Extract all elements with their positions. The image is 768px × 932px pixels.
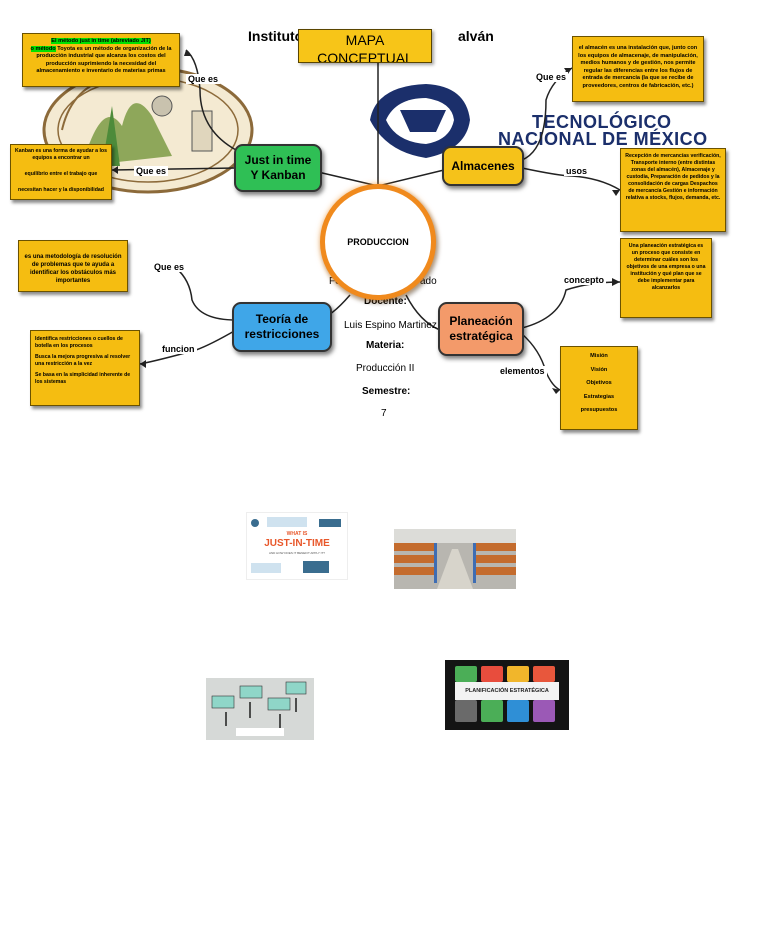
jit-def-part: Toyota es un método de organización de l… bbox=[55, 45, 172, 52]
teoria-funcion-line2: Busca la mejora progresiva al resolver u… bbox=[35, 354, 131, 368]
planeacion-concepto-text: Una planeación estratégica es un proceso… bbox=[626, 243, 706, 292]
label-almacen-usos: usos bbox=[564, 166, 590, 176]
label-kanban-que-es: Que es bbox=[134, 166, 169, 176]
map-title-line2: CONCEPTUAL bbox=[317, 50, 413, 63]
jit-def-part: El método just in time (abreviado JIT) bbox=[51, 38, 151, 44]
teoria-funcion-line1: Identifica restricciones o cuellos de bo… bbox=[35, 336, 123, 350]
jit-def-part: producción bbox=[45, 60, 77, 67]
planificacion-image-title: PLANIFICACIÓN ESTRATÉGICA bbox=[465, 688, 549, 694]
jit-banner-line1: WHAT IS bbox=[286, 531, 308, 537]
jit-def-part: que bbox=[93, 53, 107, 60]
node-teoria-line2: restricciones bbox=[244, 327, 320, 341]
elemento-item: Estrategias bbox=[583, 393, 615, 400]
cover-materia-label: Materia: bbox=[366, 340, 405, 351]
elemento-item: presupuestos bbox=[580, 407, 618, 414]
almacen-usos-box: Recepción de mercancías verificación, Tr… bbox=[620, 148, 726, 232]
cover-docente-name: Luis Espino Martinez bbox=[344, 320, 437, 331]
jit-def-part: alcanza los costos bbox=[106, 53, 157, 60]
jit-def-part: del bbox=[156, 53, 166, 60]
node-planeacion-line2: estratégica bbox=[449, 329, 513, 343]
map-title-box: MAPA CONCEPTUAL bbox=[298, 29, 432, 63]
warehouse-photo bbox=[394, 529, 516, 589]
node-jit-line2: Y Kanban bbox=[250, 168, 306, 182]
node-teoria-restricciones: Teoría de restricciones bbox=[232, 302, 332, 352]
kanban-definition-box: Kanban es una forma de ayudar a los equi… bbox=[10, 144, 112, 200]
cover-fecha-fragment-2: ado bbox=[420, 276, 437, 287]
node-teoria-line1: Teoría de bbox=[255, 312, 309, 326]
planificacion-estrategica-image: PLANIFICACIÓN ESTRATÉGICA bbox=[445, 660, 569, 730]
elemento-item: Objetivos bbox=[586, 380, 612, 387]
teoria-definition-text: es una metodología de resolución de prob… bbox=[24, 254, 122, 285]
node-almacenes: Almacenes bbox=[442, 146, 524, 186]
label-jit-que-es: Que es bbox=[186, 74, 221, 84]
teamwork-illustration bbox=[206, 678, 314, 740]
label-planeacion-elementos: elementos bbox=[498, 366, 547, 376]
jit-banner-image: WHAT IS JUST-IN-TIME AND HOW DOES IT BEN… bbox=[246, 512, 348, 580]
teoria-funcion-line3: Se basa en la simplicidad inherente de l… bbox=[35, 372, 131, 386]
cover-materia-value: Producción II bbox=[356, 363, 415, 374]
teoria-definition-box: es una metodología de resolución de prob… bbox=[18, 240, 128, 292]
tecnm-logo: TECNOLÓGICO NACIONAL DE MÉXICO bbox=[366, 80, 738, 162]
kanban-line1: Kanban es una forma de ayudar a los equi… bbox=[15, 148, 107, 162]
almacen-definition-text: el almacén es una instalación que, junto… bbox=[578, 45, 698, 89]
elemento-item: Misión bbox=[590, 353, 608, 359]
jit-definition-box: El método just in time (abreviado JIT) o… bbox=[22, 33, 180, 87]
tecnm-logo-line1: TECNOLÓGICO bbox=[532, 112, 672, 132]
almacen-usos-text: Recepción de mercancías verificación, Tr… bbox=[625, 153, 721, 202]
node-planeacion-line1: Planeación bbox=[449, 314, 513, 328]
jit-banner-line2: JUST-IN-TIME bbox=[264, 538, 330, 549]
label-planeacion-concepto: concepto bbox=[562, 275, 607, 285]
jit-def-part: producción industrial bbox=[36, 53, 94, 60]
cover-semestre-label: Semestre: bbox=[362, 386, 411, 397]
center-node-label: PRODUCCION bbox=[347, 237, 409, 247]
node-just-in-time: Just in time Y Kanban bbox=[234, 144, 322, 192]
jit-definition-text: El método just in time (abreviado JIT) o… bbox=[27, 38, 175, 76]
teoria-funcion-box: Identifica restricciones o cuellos de bo… bbox=[30, 330, 140, 406]
node-jit-line1: Just in time bbox=[244, 153, 312, 167]
almacen-definition-box: el almacén es una instalación que, junto… bbox=[572, 36, 704, 102]
planeacion-concepto-box: Una planeación estratégica es un proceso… bbox=[620, 238, 712, 318]
jit-def-part: suprimiendo la necesidad del almacenamie… bbox=[36, 60, 166, 75]
center-node-produccion: PRODUCCION bbox=[320, 184, 436, 300]
jit-banner-line3: AND HOW DOES IT BENEFIT APPLY IT? bbox=[269, 551, 325, 555]
cover-docente-label: Docente: bbox=[364, 296, 407, 307]
label-teoria-que-es: Que es bbox=[152, 262, 187, 272]
node-planeacion-estrategica: Planeación estratégica bbox=[438, 302, 524, 356]
tecnm-logo-line2: NACIONAL DE MÉXICO bbox=[498, 129, 708, 149]
label-almacen-que-es: Que es bbox=[534, 72, 569, 82]
planeacion-elementos-box: Misión Visión Objetivos Estrategias pres… bbox=[560, 346, 638, 430]
label-teoria-funcion: funcion bbox=[160, 344, 197, 354]
cover-semestre-value: 7 bbox=[381, 408, 387, 419]
node-almacenes-label: Almacenes bbox=[451, 158, 515, 173]
kanban-line2: equilibrio entre el trabajo que bbox=[24, 171, 98, 178]
institute-title-left: Instituto bbox=[248, 28, 304, 44]
elemento-item: Visión bbox=[590, 366, 608, 373]
jit-def-part: o método bbox=[30, 45, 56, 52]
institute-title-right: alván bbox=[458, 28, 494, 44]
kanban-line3: necesitan hacer y la disponibilidad bbox=[18, 187, 104, 194]
map-title-line1: MAPA bbox=[345, 32, 385, 48]
